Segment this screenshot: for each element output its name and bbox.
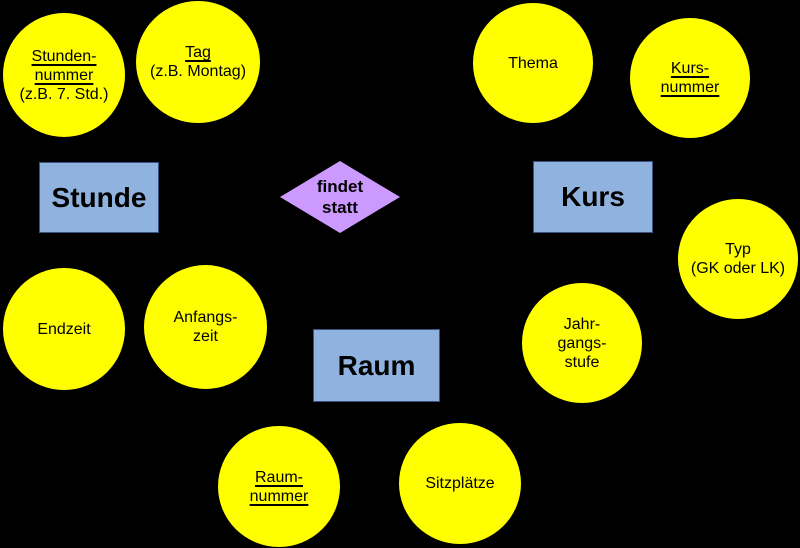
attribute-label-line: nummer (34, 66, 94, 84)
relationship-label-line: statt (322, 198, 358, 217)
attribute-label-line: Tag (185, 44, 211, 61)
attribute-label-line: Sitzplätze (425, 475, 495, 492)
entity-kurs: Kurs (533, 161, 653, 233)
attribute-label-line: Anfangs- (173, 309, 238, 326)
attribute-endzeit: Endzeit (3, 268, 125, 390)
entity-label: Raum (337, 349, 416, 381)
entity-label: Stunde (51, 181, 147, 213)
relationship-findet-statt: findet statt (280, 161, 400, 233)
attribute-label-line: nummer (249, 487, 309, 505)
attribute-label-line: zeit (193, 328, 218, 345)
attribute-label-line: gangs- (557, 334, 607, 352)
relationship-label-line: findet (316, 177, 364, 196)
attribute-thema: Thema (473, 3, 593, 123)
attribute-label-line: (GK oder LK) (690, 260, 786, 277)
attribute-kurs-nummer: Kurs- nummer (630, 18, 750, 138)
attribute-label-line: Jahr- (563, 315, 601, 333)
attribute-label-line: nummer (660, 79, 720, 96)
attribute-label-line: (z.B. Montag) (149, 63, 247, 80)
attribute-label-line: stufe (564, 353, 600, 371)
attribute-jahrgangsstufe: Jahr- gangs- stufe (522, 283, 642, 403)
attribute-label-line: Raum- (254, 468, 303, 486)
entity-raum: Raum (313, 329, 440, 402)
attribute-label-line: (z.B. 7. Std.) (19, 85, 109, 103)
attribute-label-line: Thema (508, 54, 558, 72)
attribute-label-line: Stunden- (31, 47, 97, 65)
attribute-sitzplaetze: Sitzplätze (399, 423, 521, 544)
entity-stunde: Stunde (39, 162, 159, 233)
attribute-label-line: Kurs- (670, 60, 710, 77)
attribute-label-line: Endzeit (37, 320, 91, 338)
attribute-tag: Tag (z.B. Montag) (136, 1, 260, 123)
attribute-typ: Typ (GK oder LK) (678, 199, 798, 319)
attribute-stunden-nummer: Stunden- nummer (z.B. 7. Std.) (3, 13, 125, 137)
entity-label: Kurs (561, 181, 625, 212)
attribute-anfangszeit: Anfangs- zeit (144, 265, 267, 389)
attribute-raum-nummer: Raum- nummer (218, 426, 340, 547)
attribute-label-line: Typ (725, 241, 751, 258)
